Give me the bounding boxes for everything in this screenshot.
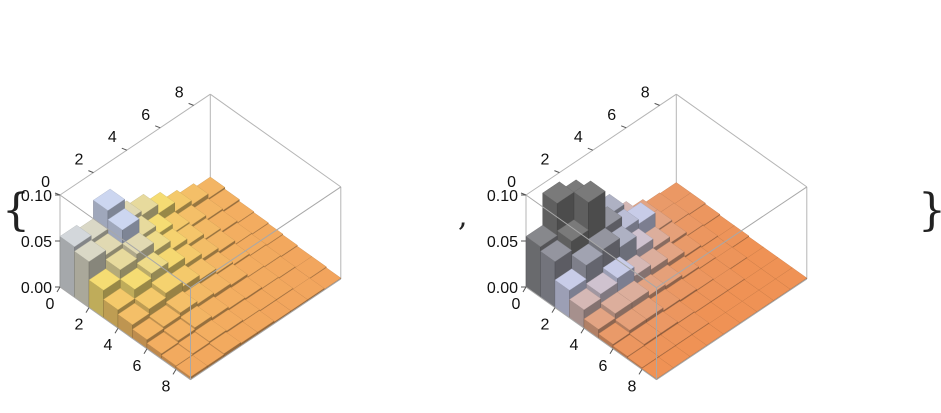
- y-tick-label: 2: [74, 152, 83, 169]
- x-tick-mark: [522, 286, 527, 293]
- z-tick-label: 0.05: [487, 234, 518, 251]
- y-tick-mark: [621, 125, 627, 129]
- bar-cell: [175, 355, 208, 381]
- box-edge-front: [525, 286, 657, 381]
- x-tick-mark: [143, 348, 148, 355]
- x-tick-mark: [551, 307, 556, 313]
- y-tick-label: 4: [108, 129, 117, 146]
- box-edge-front: [190, 186, 342, 289]
- y-tick-mark: [155, 125, 161, 129]
- y-tick-label: 8: [641, 84, 650, 101]
- box-edge-front: [190, 278, 342, 381]
- y-tick-label: 2: [540, 152, 549, 169]
- open-brace: {: [2, 185, 30, 236]
- y-tick-mark: [554, 170, 560, 174]
- box-edge-back: [676, 93, 808, 188]
- box-edge-back: [525, 93, 677, 196]
- y-tick-mark: [587, 147, 593, 151]
- y-tick-label: 4: [574, 129, 583, 146]
- y-tick-label: 0: [507, 174, 516, 191]
- x-tick-label: 2: [541, 317, 550, 334]
- x-tick-label: 0: [512, 296, 521, 313]
- y-tick-label: 6: [141, 107, 150, 124]
- x-tick-mark: [56, 286, 61, 293]
- x-tick-label: 8: [162, 378, 171, 395]
- x-tick-mark: [580, 327, 585, 334]
- x-tick-label: 6: [133, 358, 142, 375]
- x-tick-label: 0: [46, 296, 55, 313]
- x-tick-mark: [638, 369, 643, 375]
- box-edge-back: [59, 93, 211, 196]
- x-tick-mark: [172, 369, 177, 375]
- y-tick-label: 8: [175, 84, 184, 101]
- bar3d-chart-left: 0 2 4 6 8 0 2 4 6 8 0.00 0.05 0.10: [21, 84, 342, 395]
- box-edge-back: [210, 93, 342, 188]
- y-tick-mark: [188, 102, 194, 106]
- box-edge-front: [59, 286, 191, 381]
- box-edge-front: [656, 186, 808, 289]
- z-tick-label: 0.00: [487, 280, 518, 297]
- y-tick-label: 6: [607, 107, 616, 124]
- z-tick-label: 0.00: [21, 280, 52, 297]
- y-tick-mark: [654, 102, 660, 106]
- x-tick-label: 8: [628, 378, 637, 395]
- separator-comma: ,: [458, 199, 468, 234]
- z-tick-label: 0.10: [487, 188, 518, 205]
- y-tick-mark: [88, 170, 94, 174]
- box-edge-front: [525, 194, 657, 289]
- y-tick-label: 0: [41, 174, 50, 191]
- z-tick-label: 0.10: [21, 188, 52, 205]
- x-tick-mark: [114, 327, 119, 334]
- close-brace: }: [918, 185, 941, 236]
- box-edge-front: [59, 194, 191, 289]
- x-tick-label: 4: [104, 337, 113, 354]
- x-tick-mark: [609, 348, 614, 355]
- x-tick-label: 4: [570, 337, 579, 354]
- z-tick-label: 0.05: [21, 234, 52, 251]
- bar3d-chart-right: 0 2 4 6 8 0 2 4 6 8 0.00 0.05 0.10: [487, 84, 808, 395]
- y-tick-mark: [121, 147, 127, 151]
- x-tick-label: 6: [599, 358, 608, 375]
- x-tick-label: 2: [75, 317, 84, 334]
- box-edge-front: [656, 278, 808, 381]
- x-tick-mark: [85, 307, 90, 313]
